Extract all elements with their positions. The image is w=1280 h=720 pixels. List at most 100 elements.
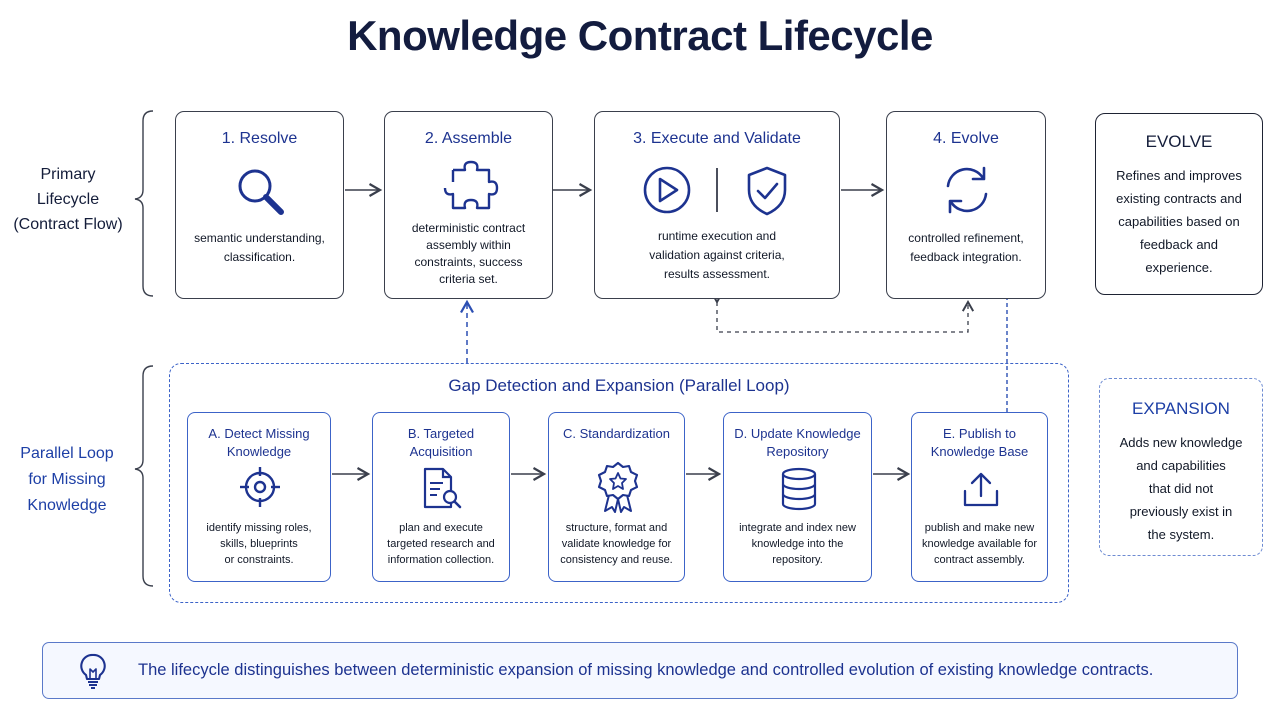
document-search-icon xyxy=(423,467,462,509)
step-description: structure, format and validate knowledge… xyxy=(555,520,678,568)
play-and-shield-icon xyxy=(643,166,787,216)
footer-note: The lifecycle distinguishes between dete… xyxy=(42,642,1238,699)
expansion-summary-box: EXPANSION Adds new knowledge and capabil… xyxy=(1099,378,1263,556)
desc-line: contract assembly. xyxy=(934,554,1025,566)
step-standardization-card: C. Standardization structure, format and… xyxy=(548,412,685,582)
desc-line: and capabilities xyxy=(1136,458,1226,473)
desc-line: assembly within xyxy=(426,238,511,252)
primary-label-line: Lifecycle xyxy=(36,191,100,208)
step-resolve-card: 1. Resolve semantic understanding, class… xyxy=(175,111,344,299)
desc-line: constraints, success xyxy=(414,255,523,269)
desc-line: deterministic contract xyxy=(411,221,526,235)
desc-line: controlled refinement, xyxy=(908,231,1024,245)
primary-label-line: Primary xyxy=(40,166,96,183)
title-line: Repository xyxy=(766,444,829,459)
step-targeted-acquisition-card: B. Targeted Acquisition plan and execute… xyxy=(372,412,510,582)
title-line: A. Detect Missing xyxy=(208,426,310,441)
desc-line: the system. xyxy=(1147,527,1215,542)
upload-icon xyxy=(963,472,999,507)
step-publish-card: E. Publish to Knowledge Base publish and… xyxy=(911,412,1048,582)
gap-detection-title: Gap Detection and Expansion (Parallel Lo… xyxy=(448,376,790,395)
title-line: Acquisition xyxy=(409,444,473,459)
primary-bracket xyxy=(134,110,154,297)
step-description: semantic understanding, classification. xyxy=(184,229,335,267)
desc-line: or constraints. xyxy=(224,554,294,566)
desc-line: validation against criteria, xyxy=(649,248,785,262)
gap-detection-container xyxy=(169,363,1069,603)
page-title: Knowledge Contract Lifecycle xyxy=(347,12,933,59)
step-title: 1. Resolve xyxy=(221,130,298,147)
parallel-label-line: for Missing xyxy=(28,471,106,488)
desc-line: validate knowledge for xyxy=(561,538,672,550)
step-description: controlled refinement, feedback integrat… xyxy=(895,229,1037,267)
refresh-cycle-icon xyxy=(946,166,988,214)
database-icon xyxy=(781,467,817,511)
step-update-repository-card: D. Update Knowledge Repository integrate… xyxy=(723,412,872,582)
footer-text: The lifecycle distinguishes between dete… xyxy=(138,661,1154,679)
play-icon xyxy=(643,166,691,214)
step-title: E. Publish to Knowledge Base xyxy=(916,425,1043,461)
title-line: B. Targeted xyxy=(407,426,475,441)
desc-line: existing contracts and xyxy=(1116,191,1242,206)
title-line: Knowledge xyxy=(226,444,292,459)
step-title: 3. Execute and Validate xyxy=(633,130,801,147)
step-execute-validate-card: 3. Execute and Validate runtime executio… xyxy=(594,111,840,299)
evolve-heading: EVOLVE xyxy=(1145,132,1213,151)
award-badge-icon xyxy=(597,461,639,513)
desc-line: Adds new knowledge xyxy=(1119,435,1243,450)
desc-line: feedback and xyxy=(1139,237,1219,252)
desc-line: Refines and improves xyxy=(1116,168,1242,183)
desc-line: knowledge available for xyxy=(922,538,1037,550)
step-title: C. Standardization xyxy=(553,425,680,443)
desc-line: identify missing roles, xyxy=(206,522,312,534)
desc-line: feedback integration. xyxy=(910,250,1022,264)
expansion-description: Adds new knowledge and capabilities that… xyxy=(1108,431,1254,546)
step-description: plan and execute targeted research and i… xyxy=(379,520,503,568)
desc-line: consistency and reuse. xyxy=(560,554,673,566)
desc-line: previously exist in xyxy=(1129,504,1233,519)
feedback-loop-arrow xyxy=(710,292,975,333)
desc-line: repository. xyxy=(772,554,823,566)
title-line: Knowledge Base xyxy=(930,444,1029,459)
desc-line: targeted research and xyxy=(387,538,495,550)
parallel-loop-label: Parallel Loop for Missing Knowledge xyxy=(8,441,126,519)
desc-line: results assessment. xyxy=(663,267,771,281)
title-line: C. Standardization xyxy=(563,426,670,441)
desc-line: structure, format and xyxy=(565,522,668,534)
step-detect-missing-card: A. Detect Missing Knowledge identify mis… xyxy=(187,412,331,582)
title-line: D. Update Knowledge xyxy=(734,426,861,441)
step-title: B. Targeted Acquisition xyxy=(377,425,505,461)
lightbulb-icon xyxy=(80,653,106,689)
step-description: integrate and index new knowledge into t… xyxy=(730,520,865,568)
desc-line: knowledge into the xyxy=(751,538,844,550)
magnifier-icon xyxy=(238,169,284,215)
desc-line: runtime execution and xyxy=(657,229,777,243)
desc-line: that did not xyxy=(1148,481,1214,496)
step-title: D. Update Knowledge Repository xyxy=(728,425,867,461)
desc-line: semantic understanding, xyxy=(194,231,325,245)
parallel-bracket xyxy=(134,365,154,587)
step-assemble-card: 2. Assemble deterministic contract assem… xyxy=(384,111,553,299)
desc-line: skills, blueprints xyxy=(220,538,298,550)
crosshair-target-icon xyxy=(240,467,280,507)
step-description: identify missing roles, skills, blueprin… xyxy=(194,520,324,568)
desc-line: plan and execute xyxy=(399,522,483,534)
desc-line: integrate and index new xyxy=(739,522,856,534)
step-description: publish and make new knowledge available… xyxy=(918,520,1041,568)
parallel-label-line: Parallel Loop xyxy=(20,445,114,462)
step-description: runtime execution and validation against… xyxy=(603,227,831,284)
evolve-description: Refines and improves existing contracts … xyxy=(1104,164,1254,279)
parallel-label-line: Knowledge xyxy=(27,497,107,514)
step-evolve-card: 4. Evolve controlled refinement, feedbac… xyxy=(886,111,1046,299)
title-line: E. Publish to xyxy=(943,426,1016,441)
step-title: 4. Evolve xyxy=(933,130,999,147)
desc-line: information collection. xyxy=(387,554,495,566)
desc-line: experience. xyxy=(1145,260,1213,275)
desc-line: criteria set. xyxy=(439,272,498,286)
primary-lifecycle-label: Primary Lifecycle (Contract Flow) xyxy=(8,162,128,237)
expansion-heading: EXPANSION xyxy=(1132,399,1230,418)
step-title: A. Detect Missing Knowledge xyxy=(192,425,326,461)
primary-label-line: (Contract Flow) xyxy=(13,216,123,233)
evolve-summary-box: EVOLVE Refines and improves existing con… xyxy=(1095,113,1263,295)
